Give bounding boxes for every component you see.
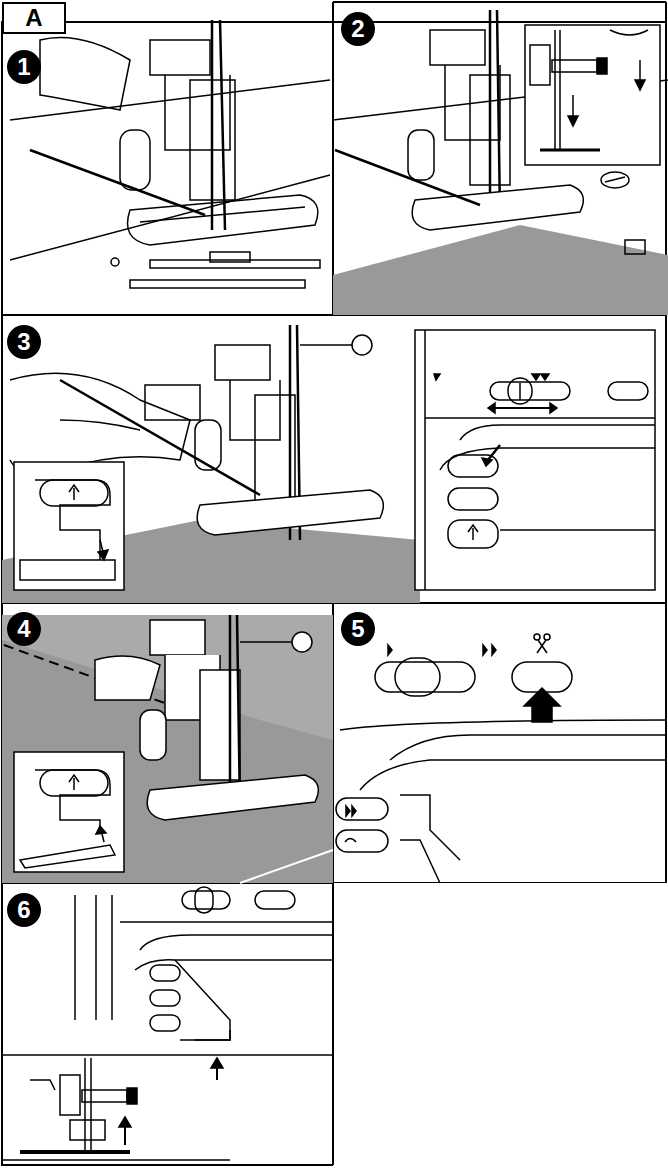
callout-number: 6 (7, 893, 41, 927)
callout-number: 1 (7, 50, 41, 84)
callout-number: 4 (7, 612, 41, 646)
callout-number: 5 (341, 612, 375, 646)
section-box: A (2, 2, 66, 34)
callout-number: 3 (7, 325, 41, 359)
callout-number: 2 (341, 12, 375, 46)
section-letter: A (25, 6, 42, 30)
